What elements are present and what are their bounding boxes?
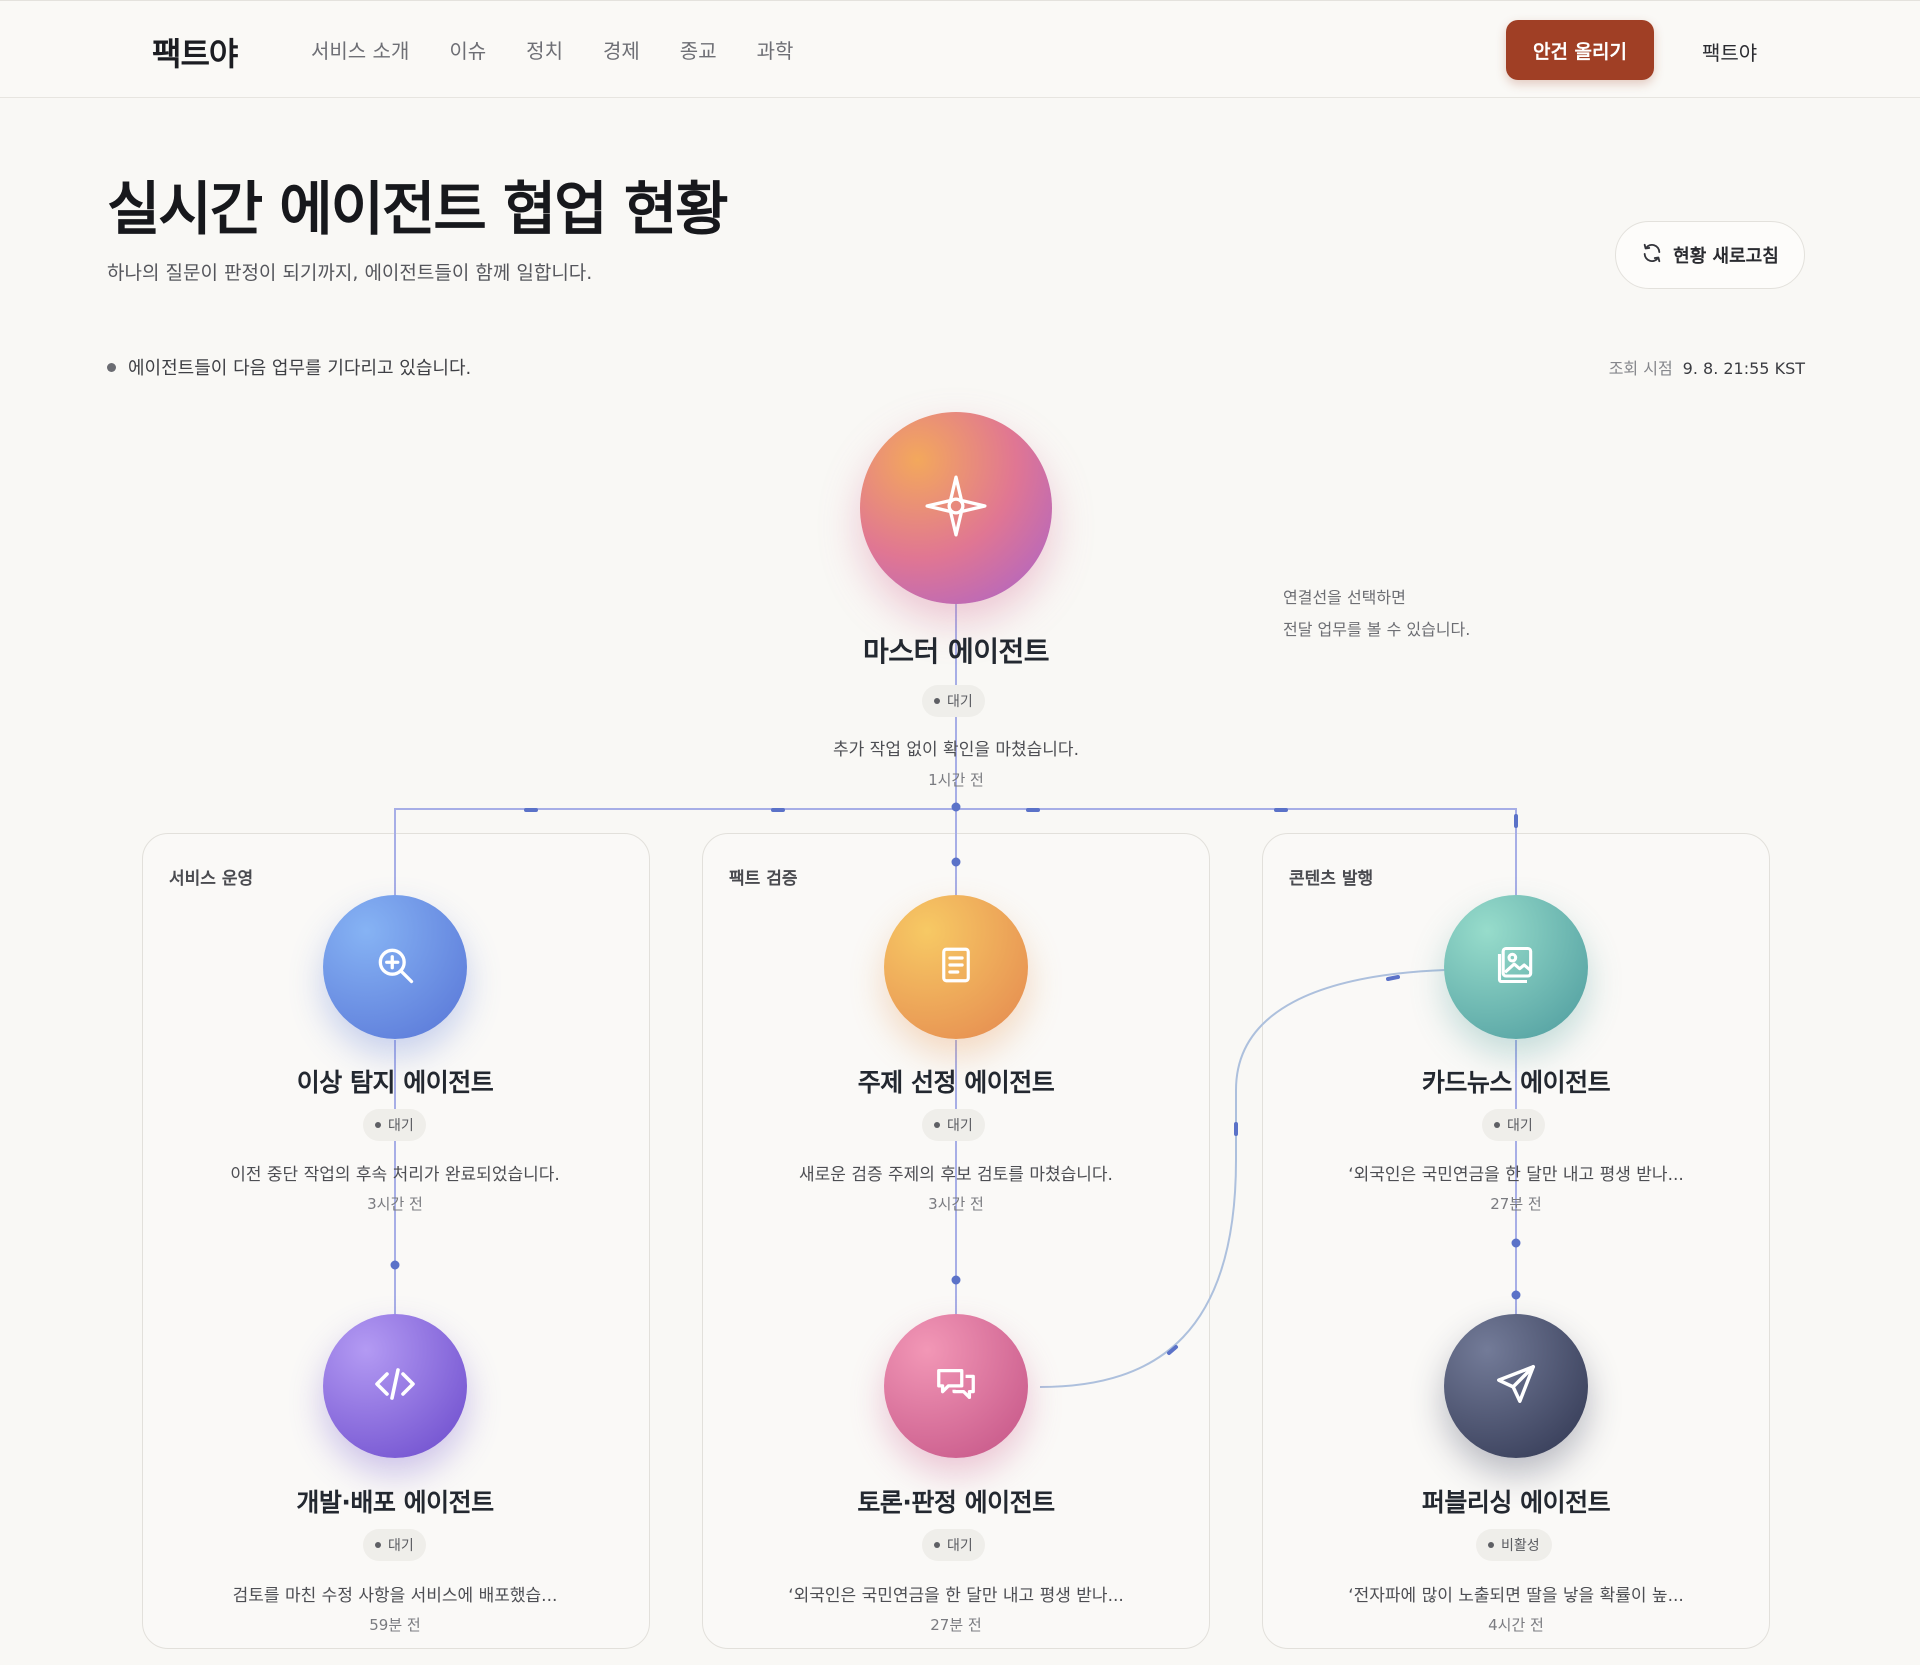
status-badge: 비활성: [1476, 1529, 1552, 1561]
query-time-label: 조회 시점: [1608, 359, 1673, 378]
status-badge: 대기: [922, 685, 985, 717]
status-badge-label: 대기: [388, 1118, 414, 1134]
site-logo[interactable]: 팩트야: [152, 35, 238, 73]
badge-dot-icon: [375, 1542, 381, 1548]
status-badge-label: 대기: [947, 1538, 973, 1554]
wire-debate-to-cardnews[interactable]: [1039, 969, 1446, 1388]
master-agent-desc: 추가 작업 없이 확인을 마쳤습니다.: [833, 740, 1079, 760]
status-text: 에이전트들이 다음 업무를 기다리고 있습니다.: [128, 358, 472, 379]
document-icon: [935, 944, 977, 990]
main-nav: 서비스 소개 이슈 정치 경제 종교 과학: [311, 35, 793, 64]
debate-agent-desc: ‘외국인은 국민연금을 한 달만 내고 평생 받나...: [788, 1586, 1124, 1606]
image-icon: [1494, 943, 1538, 991]
query-timestamp: 조회 시점 9. 8. 21:55 KST: [1609, 355, 1805, 379]
status-message: 에이전트들이 다음 업무를 기다리고 있습니다.: [107, 354, 471, 380]
badge-dot-icon: [375, 1122, 381, 1128]
devops-agent-time: 59분 전: [369, 1616, 421, 1634]
status-badge-label: 비활성: [1501, 1538, 1540, 1554]
status-badge-label: 대기: [388, 1538, 414, 1554]
status-badge: 대기: [363, 1109, 426, 1141]
devops-agent-desc: 검토를 마친 수정 사항을 서비스에 배포했습...: [232, 1586, 558, 1606]
cardnews-agent-name: 카드뉴스 에이전트: [1421, 1068, 1611, 1097]
anomaly-agent-time: 3시간 전: [367, 1195, 423, 1213]
zoom-in-icon: [373, 943, 417, 991]
nav-item-religion[interactable]: 종교: [679, 39, 717, 63]
connection-hint: 연결선을 선택하면 전달 업무를 볼 수 있습니다.: [1283, 582, 1470, 646]
nav-item-issue[interactable]: 이슈: [449, 39, 487, 63]
page-subtitle: 하나의 질문이 판정이 되기까지, 에이전트들이 함께 일합니다.: [107, 262, 593, 284]
topic-agent-time: 3시간 전: [928, 1195, 984, 1213]
refresh-label: 현황 새로고침: [1673, 246, 1779, 267]
publish-agent-desc: ‘전자파에 많이 노출되면 딸을 낳을 확률이 높...: [1348, 1586, 1684, 1606]
publish-agent-name: 퍼블리싱 에이전트: [1421, 1488, 1611, 1517]
status-badge-label: 대기: [1507, 1118, 1533, 1134]
status-badge-label: 대기: [947, 1118, 973, 1134]
query-time-value: 9. 8. 21:55 KST: [1682, 359, 1805, 378]
badge-dot-icon: [934, 698, 940, 704]
master-agent-node[interactable]: [860, 412, 1052, 604]
refresh-status-button[interactable]: 현황 새로고침: [1615, 221, 1805, 289]
topic-agent-desc: 새로운 검증 주제의 후보 검토를 마쳤습니다.: [799, 1165, 1113, 1185]
user-menu-link[interactable]: 팩트야: [1702, 41, 1758, 65]
wire-flow-marker: [1386, 975, 1400, 981]
debate-agent-node[interactable]: [884, 1314, 1028, 1458]
devops-agent-node[interactable]: [323, 1314, 467, 1458]
devops-agent-name: 개발·배포 에이전트: [296, 1488, 494, 1517]
wire-junction-dot: [390, 1260, 400, 1270]
master-agent-name: 마스터 에이전트: [862, 635, 1050, 668]
anomaly-agent-desc: 이전 중단 작업의 후속 처리가 완료되었습니다.: [230, 1165, 560, 1185]
badge-dot-icon: [1494, 1122, 1500, 1128]
hint-line-2: 전달 업무를 볼 수 있습니다.: [1283, 620, 1471, 639]
nav-item-politics[interactable]: 정치: [526, 39, 563, 63]
wire-junction-dot: [951, 1275, 961, 1285]
send-icon: [1493, 1361, 1539, 1411]
status-badge: 대기: [922, 1109, 985, 1141]
debate-agent-time: 27분 전: [930, 1616, 982, 1634]
wire-junction-dot: [1511, 1290, 1521, 1300]
sparkle-icon: [923, 473, 989, 543]
badge-dot-icon: [934, 1542, 940, 1548]
status-badge: 대기: [363, 1529, 426, 1561]
wire-junction-dot: [1511, 1238, 1521, 1248]
submit-agenda-button[interactable]: 안건 올리기: [1506, 20, 1654, 80]
cardnews-agent-node[interactable]: [1444, 895, 1588, 1039]
publish-agent-node[interactable]: [1444, 1314, 1588, 1458]
wire-junction-dot: [951, 802, 961, 812]
status-badge-label: 대기: [947, 694, 973, 710]
wire-flow-marker: [1167, 1345, 1178, 1355]
status-dot-icon: [107, 362, 116, 372]
debate-agent-name: 토론·판정 에이전트: [857, 1488, 1055, 1517]
badge-dot-icon: [934, 1122, 940, 1128]
nav-item-service-intro[interactable]: 서비스 소개: [311, 39, 410, 63]
nav-item-science[interactable]: 과학: [756, 39, 794, 63]
page-title: 실시간 에이전트 협업 현황: [107, 175, 729, 243]
hint-line-1: 연결선을 선택하면: [1283, 588, 1406, 607]
cardnews-agent-time: 27분 전: [1490, 1195, 1542, 1213]
refresh-icon: [1641, 242, 1663, 269]
status-badge: 대기: [1482, 1109, 1545, 1141]
anomaly-agent-node[interactable]: [323, 895, 467, 1039]
group-label: 콘텐츠 발행: [1289, 869, 1374, 889]
publish-agent-time: 4시간 전: [1488, 1616, 1544, 1634]
master-agent-time: 1시간 전: [928, 771, 984, 789]
anomaly-agent-name: 이상 탐지 에이전트: [296, 1068, 494, 1097]
topic-agent-name: 주제 선정 에이전트: [857, 1068, 1055, 1097]
badge-dot-icon: [1488, 1542, 1494, 1548]
group-label: 팩트 검증: [729, 869, 798, 889]
topic-agent-node[interactable]: [884, 895, 1028, 1039]
group-label: 서비스 운영: [169, 869, 254, 889]
chat-icon: [933, 1361, 979, 1411]
cardnews-agent-desc: ‘외국인은 국민연금을 한 달만 내고 평생 받나...: [1348, 1165, 1684, 1185]
top-navigation-bar: 팩트야 서비스 소개 이슈 정치 경제 종교 과학 안건 올리기 팩트야: [0, 0, 1920, 98]
code-icon: [371, 1360, 419, 1412]
status-badge: 대기: [922, 1529, 985, 1561]
nav-item-economy[interactable]: 경제: [602, 39, 640, 63]
wire-junction-dot: [951, 857, 961, 867]
